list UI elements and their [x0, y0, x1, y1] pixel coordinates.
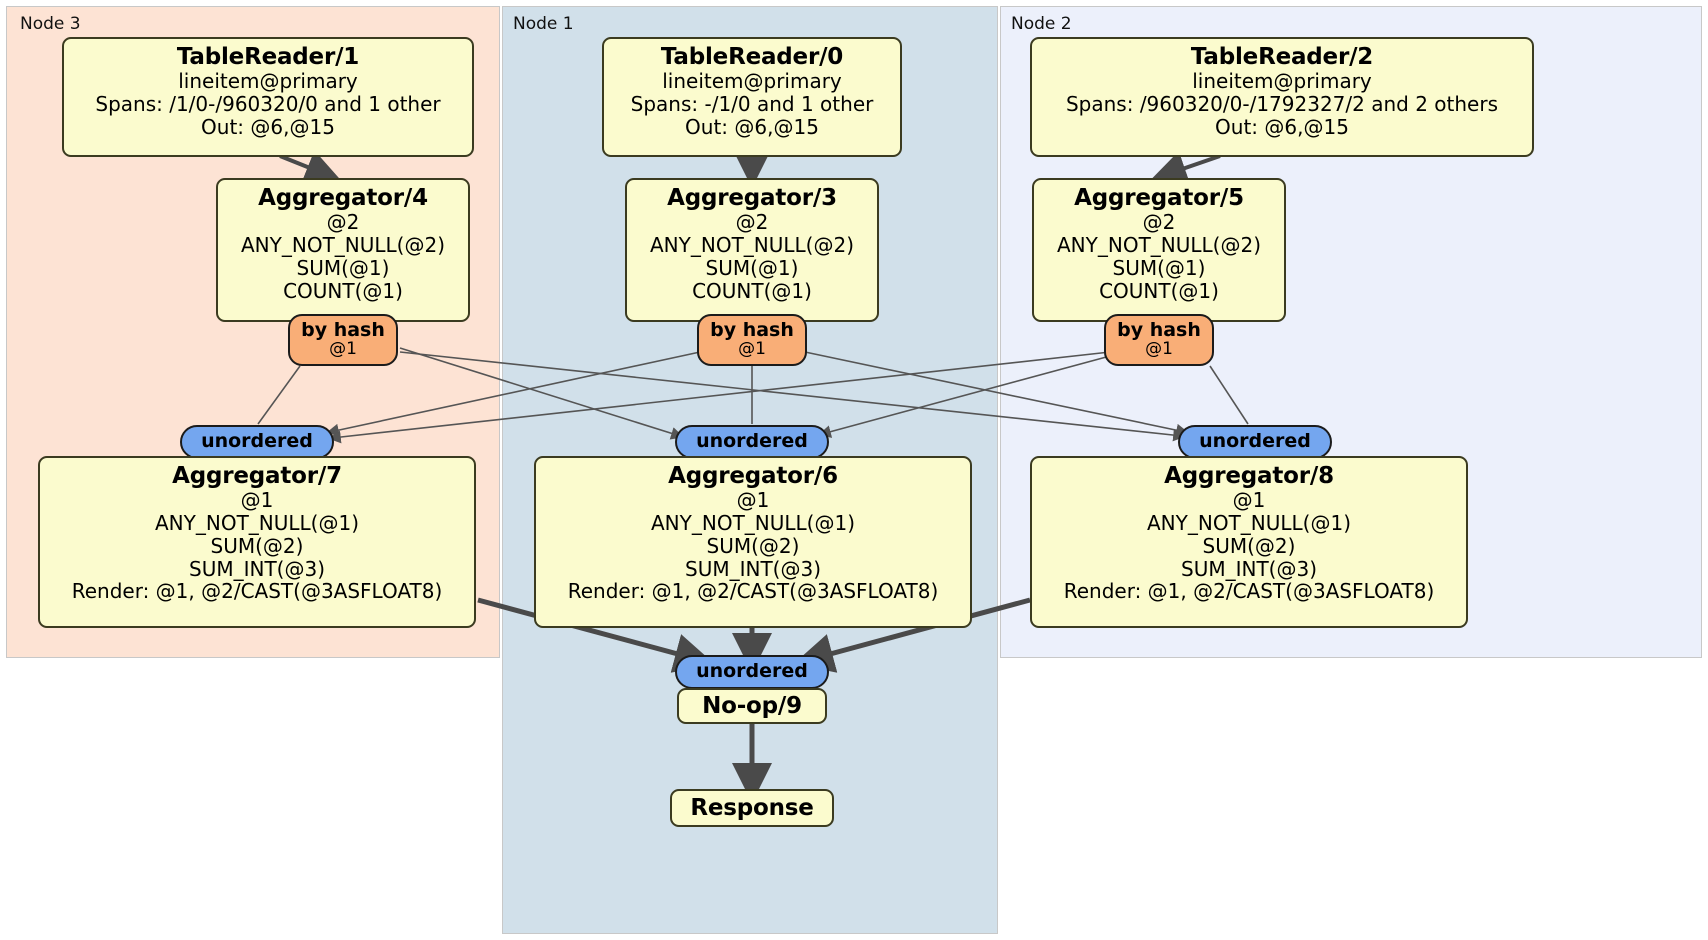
- processor-aggregator-3[interactable]: Aggregator/3 @2 ANY_NOT_NULL(@2) SUM(@1)…: [625, 178, 879, 322]
- node-label-node1: Node 1: [513, 14, 574, 34]
- synchronizer-badge-label: unordered: [1199, 430, 1311, 453]
- processor-line: COUNT(@1): [1099, 278, 1219, 303]
- processor-aggregator-8[interactable]: Aggregator/8 @1 ANY_NOT_NULL(@1) SUM(@2)…: [1030, 456, 1468, 628]
- processor-tablereader-0[interactable]: TableReader/0 lineitem@primary Spans: -/…: [602, 37, 902, 157]
- processor-title: Aggregator/8: [1164, 463, 1334, 489]
- synchronizer-badge-label: unordered: [201, 430, 313, 453]
- processor-title: No-op/9: [702, 692, 802, 719]
- router-badge-by-hash-left[interactable]: by hash @1: [288, 314, 398, 366]
- processor-line: Spans: -/1/0 and 1 other: [630, 92, 874, 117]
- processor-line: ANY_NOT_NULL(@2): [650, 233, 854, 258]
- router-badge-label: by hash: [710, 319, 794, 342]
- processor-aggregator-7[interactable]: Aggregator/7 @1 ANY_NOT_NULL(@1) SUM(@2)…: [38, 456, 476, 628]
- router-badge-label: by hash: [1117, 319, 1201, 342]
- processor-line: SUM(@1): [296, 255, 390, 280]
- processor-title: TableReader/2: [1190, 44, 1374, 70]
- processor-line: SUM_INT(@3): [189, 556, 325, 581]
- router-badge-by-hash-center[interactable]: by hash @1: [697, 314, 807, 366]
- router-badge-by-hash-right[interactable]: by hash @1: [1104, 314, 1214, 366]
- processor-line: ANY_NOT_NULL(@2): [1057, 233, 1261, 258]
- processor-title: Aggregator/7: [172, 463, 342, 489]
- processor-line: COUNT(@1): [692, 278, 812, 303]
- processor-title: Aggregator/4: [258, 185, 428, 211]
- processor-line: SUM_INT(@3): [1181, 556, 1317, 581]
- synchronizer-badge-unordered-right[interactable]: unordered: [1178, 425, 1332, 459]
- synchronizer-badge-unordered-left[interactable]: unordered: [180, 425, 334, 459]
- processor-line: COUNT(@1): [283, 278, 403, 303]
- synchronizer-badge-unordered-final[interactable]: unordered: [675, 655, 829, 689]
- processor-render-line: Render: @1, @2/CAST(@3ASFLOAT8): [1063, 579, 1435, 604]
- processor-title: TableReader/0: [660, 44, 844, 70]
- router-badge-column: @1: [329, 339, 357, 360]
- processor-aggregator-6[interactable]: Aggregator/6 @1 ANY_NOT_NULL(@1) SUM(@2)…: [534, 456, 972, 628]
- processor-line: @1: [736, 488, 770, 513]
- node-label-node3: Node 3: [20, 14, 81, 34]
- processor-line: Spans: /960320/0-/1792327/2 and 2 others: [1065, 92, 1498, 117]
- processor-line: ANY_NOT_NULL(@2): [241, 233, 445, 258]
- router-badge-label: by hash: [301, 319, 385, 342]
- synchronizer-badge-label: unordered: [696, 660, 808, 683]
- processor-line: lineitem@primary: [178, 69, 358, 94]
- processor-title: TableReader/1: [176, 44, 360, 70]
- processor-line: @2: [1142, 210, 1176, 235]
- processor-aggregator-5[interactable]: Aggregator/5 @2 ANY_NOT_NULL(@2) SUM(@1)…: [1032, 178, 1286, 322]
- processor-line: Out: @6,@15: [201, 114, 335, 139]
- processor-noop-9[interactable]: No-op/9: [677, 688, 827, 724]
- processor-line: SUM(@2): [210, 533, 304, 558]
- processor-line: SUM(@2): [706, 533, 800, 558]
- processor-title: Aggregator/5: [1074, 185, 1244, 211]
- synchronizer-badge-label: unordered: [696, 430, 808, 453]
- processor-response[interactable]: Response: [670, 789, 834, 827]
- processor-line: @2: [735, 210, 769, 235]
- processor-title: Aggregator/3: [667, 185, 837, 211]
- processor-title: Aggregator/6: [668, 463, 838, 489]
- processor-line: @1: [240, 488, 274, 513]
- processor-line: SUM(@1): [705, 255, 799, 280]
- processor-line: lineitem@primary: [662, 69, 842, 94]
- processor-line: Out: @6,@15: [1215, 114, 1349, 139]
- processor-tablereader-1[interactable]: TableReader/1 lineitem@primary Spans: /1…: [62, 37, 474, 157]
- processor-line: ANY_NOT_NULL(@1): [155, 511, 359, 536]
- processor-line: SUM_INT(@3): [685, 556, 821, 581]
- processor-line: SUM(@1): [1112, 255, 1206, 280]
- processor-line: @2: [326, 210, 360, 235]
- processor-title: Response: [690, 794, 814, 821]
- synchronizer-badge-unordered-center[interactable]: unordered: [675, 425, 829, 459]
- node-label-node2: Node 2: [1011, 14, 1072, 34]
- processor-aggregator-4[interactable]: Aggregator/4 @2 ANY_NOT_NULL(@2) SUM(@1)…: [216, 178, 470, 322]
- processor-line: ANY_NOT_NULL(@1): [651, 511, 855, 536]
- processor-render-line: Render: @1, @2/CAST(@3ASFLOAT8): [567, 579, 939, 604]
- router-badge-column: @1: [1145, 339, 1173, 360]
- processor-line: SUM(@2): [1202, 533, 1296, 558]
- processor-line: ANY_NOT_NULL(@1): [1147, 511, 1351, 536]
- processor-render-line: Render: @1, @2/CAST(@3ASFLOAT8): [71, 579, 443, 604]
- processor-tablereader-2[interactable]: TableReader/2 lineitem@primary Spans: /9…: [1030, 37, 1534, 157]
- processor-line: Spans: /1/0-/960320/0 and 1 other: [95, 92, 441, 117]
- processor-line: lineitem@primary: [1192, 69, 1372, 94]
- processor-line: Out: @6,@15: [685, 114, 819, 139]
- processor-line: @1: [1232, 488, 1266, 513]
- router-badge-column: @1: [738, 339, 766, 360]
